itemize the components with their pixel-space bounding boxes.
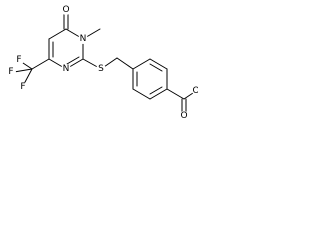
bond-c-f-bottom — [23, 68, 33, 85]
bond-ar4-ar5-double — [149, 86, 163, 95]
bond-ch2-aryl — [116, 57, 134, 70]
atom-mask-o-top — [61, 5, 71, 15]
bond-aryl-ester-c — [166, 88, 185, 100]
atom-mask-f-top — [14, 55, 24, 65]
bond-ar2-ar3-double — [149, 63, 163, 72]
bond-c-f-left — [13, 68, 33, 73]
atom-o-carbonyl-top: O — [62, 5, 69, 15]
atom-mask-n-methyl — [78, 34, 88, 44]
atom-n-ring: N — [63, 64, 70, 74]
bond-c6-c5 — [48, 28, 67, 40]
atom-mask-n-ring — [61, 64, 71, 74]
bond-ar5-ar6 — [132, 88, 151, 100]
atom-mask-f-bottom — [18, 82, 28, 92]
bond-ar1-ar2 — [132, 58, 151, 70]
atom-label-layer: O N N S F F F O O — [6, 5, 198, 121]
bond-ar4-ar5 — [149, 88, 168, 100]
atom-f-top: F — [16, 55, 21, 65]
atom-o-ester-ether: O — [192, 86, 198, 96]
chemical-structure: O N N S F F F O O — [6, 5, 198, 121]
atom-mask-f-left — [6, 67, 16, 77]
atom-mask-o-ester-carbonyl — [179, 111, 189, 121]
atom-n-methyl: N — [80, 34, 87, 44]
bond-ring-cf3 — [31, 58, 50, 70]
atom-f-bottom: F — [20, 82, 25, 92]
bond-layer — [13, 11, 198, 117]
atom-mask-s — [96, 64, 106, 74]
atom-s-linker: S — [98, 64, 104, 74]
bond-c2-n3-double — [66, 56, 80, 65]
atom-mask-o-ester-ether — [192, 87, 198, 95]
atom-o-ester-carbonyl: O — [180, 111, 187, 121]
atom-f-left: F — [8, 67, 13, 77]
bond-ar2-ar3 — [149, 58, 168, 70]
